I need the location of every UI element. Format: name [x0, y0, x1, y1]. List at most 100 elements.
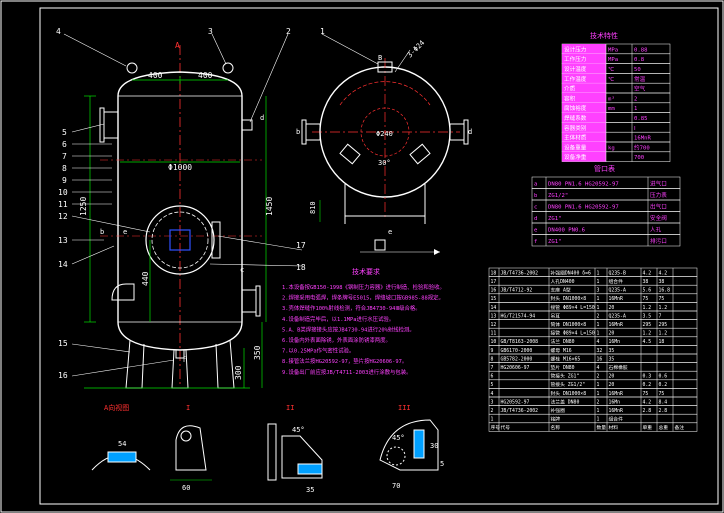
parts-cell: 75: [643, 391, 649, 397]
nozzle-cell: 排污口: [650, 237, 667, 245]
nozzle-cell: 人孔: [650, 226, 662, 234]
view-label-B: B: [378, 54, 382, 62]
parts-cell: 16MnR: [609, 296, 624, 302]
parts-cell: 7: [491, 365, 494, 371]
spec-cell: MPa: [608, 57, 618, 63]
arrow-head: [434, 249, 440, 255]
parts-cell: 75: [659, 296, 665, 302]
detail-label-A: A向视图: [104, 403, 129, 412]
parts-cell: 2.8: [643, 408, 652, 414]
lug-right: [222, 62, 234, 74]
nozzle-label-e-front: e: [123, 228, 127, 236]
parts-header-cell: 总重: [659, 424, 669, 431]
parts-cell: 1: [491, 417, 494, 423]
parts-cell: JB/T4736-2002: [501, 408, 539, 414]
parts-cell: 20: [609, 374, 615, 380]
parts-cell: 16MnR: [609, 391, 624, 397]
parts-cell: 1.2: [659, 305, 668, 311]
nozzle-cell: ZG1/2": [548, 193, 568, 199]
nozzle-cell: 出气口: [650, 203, 667, 211]
manhole-inner: [151, 211, 209, 269]
parts-cell: 12: [491, 322, 497, 328]
nozzle-cell: DN400 PN0.6: [548, 228, 585, 234]
dim-dia-240: Φ240: [376, 130, 393, 138]
parts-cell: 0.2: [659, 382, 668, 388]
parts-cell: 32: [597, 348, 603, 354]
parts-header-row: [488, 422, 698, 432]
spec-label-bg: [562, 112, 606, 123]
nozzle-cell: ZG1": [548, 239, 561, 245]
nozzle-cell: e: [534, 228, 538, 234]
parts-cell: 18: [659, 339, 665, 345]
parts-cell: GB6170-2000: [501, 348, 533, 354]
spec-cell: ℃: [608, 67, 615, 73]
spec-cell: 工作温度: [564, 75, 587, 83]
spec-cell: 16MnR: [634, 136, 651, 142]
parts-cell: 75: [643, 296, 649, 302]
view-label-A: A: [175, 41, 180, 50]
parts-cell: 石棉橡胶: [609, 364, 628, 371]
parts-cell: 1: [597, 408, 600, 414]
parts-cell: Q235-A: [609, 313, 626, 319]
parts-cell: 接管 Φ89×4 L=150: [551, 330, 595, 337]
spec-label-bg: [562, 53, 606, 64]
detail-ii-wall: [267, 423, 277, 481]
parts-cell: HG20606-97: [501, 365, 530, 371]
callout-4: 4: [56, 27, 61, 36]
spec-cell: 设计温度: [564, 65, 587, 73]
parts-cell: 295: [659, 322, 668, 328]
note-line: 8.接管法兰按HG20592-97，垫片按HG20606-97。: [282, 357, 407, 365]
spec-cell: mm: [608, 106, 615, 112]
nozzle-cell: 进气口: [650, 180, 667, 188]
callout-16: 16: [58, 371, 68, 380]
nozzle-label-b-top: b: [296, 128, 300, 136]
note-line: 2.焊接采用电弧焊，焊条牌号E5015，焊缝坡口按GB985-88规定。: [282, 294, 444, 302]
note-line: 9.设备出厂前应按JB/T4711-2003进行涂敷与包装。: [282, 368, 412, 376]
dim-1450: 1450: [265, 197, 274, 216]
spec-cell: 常温: [634, 75, 646, 83]
parts-cell: 筒体 DN1000×8: [551, 321, 587, 328]
parts-cell: 5.6: [643, 288, 652, 294]
parts-cell: 1: [597, 417, 600, 423]
callout-6: 6: [62, 140, 67, 149]
parts-cell: HG20592-97: [501, 399, 530, 405]
nozzle-cell: 压力表: [650, 191, 667, 199]
leaders: [63, 33, 379, 377]
nozzle-title: 管口表: [594, 164, 615, 173]
nozzle-d-front: [241, 119, 253, 131]
parts-cell: 35: [609, 356, 615, 362]
nozzle-e-top: [374, 239, 386, 251]
detail-dim-60: 60: [182, 484, 190, 492]
parts-cell: 15: [491, 296, 497, 302]
detail-dim-35: 35: [306, 486, 314, 494]
dim-300: 300: [234, 365, 243, 380]
parts-header-cell: 数量: [597, 424, 607, 431]
spec-cell: 容积: [564, 94, 576, 102]
spec-cell: 约700: [634, 143, 650, 151]
parts-cell: 封头 DN1000×8: [551, 390, 587, 397]
detail-dim-70: 70: [392, 482, 400, 490]
spec-cell: MPa: [608, 47, 618, 53]
callout-15: 15: [58, 339, 68, 348]
callout-8: 8: [62, 164, 67, 173]
parts-header-cell: 序号: [491, 424, 501, 431]
nozzle-cell: ZG1": [548, 216, 561, 222]
nozzle-cell: DN80 PN1.6 HG20592-97: [548, 182, 619, 188]
inner-frame: [39, 7, 719, 505]
manhole-cover: [169, 229, 191, 251]
parts-cell: 管接头 ZG1": [551, 373, 580, 380]
parts-cell: 2: [597, 374, 600, 380]
angled-nozzle-left: [339, 143, 361, 165]
callout-9: 9: [62, 176, 67, 185]
detail-views: A向视图 54 I 60 II 45° 35 III 30 45° 5 70: [91, 403, 444, 494]
parts-cell: 1: [597, 305, 600, 311]
parts-cell: 17: [491, 279, 497, 285]
spec-title: 技术特性: [590, 31, 618, 40]
manhole-outer: [145, 205, 215, 275]
detail-label-I: I: [186, 404, 190, 412]
spec-cell: 主体材质: [564, 134, 587, 142]
parts-cell: 16: [491, 288, 497, 294]
parts-cell: 4: [597, 365, 600, 371]
nozzle-cell: d: [534, 216, 537, 222]
